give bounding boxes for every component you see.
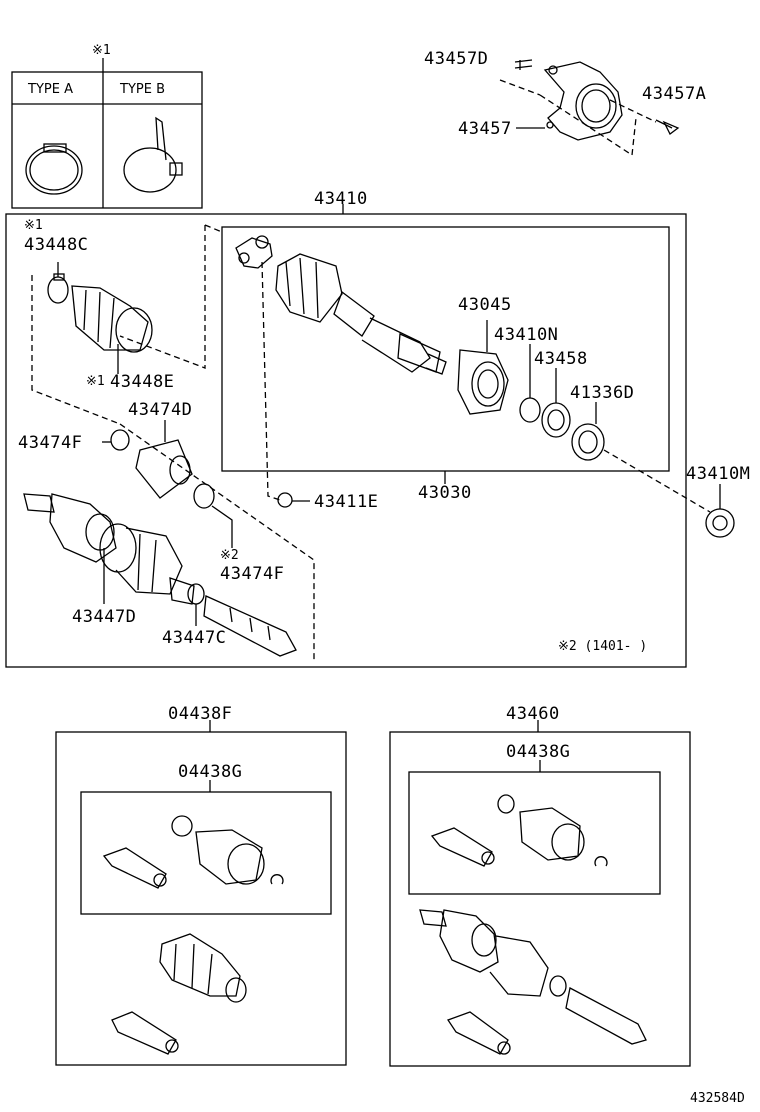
kit-box-04438G-right [408,771,661,895]
snap-ring-43410N [519,397,541,423]
type-b-label: TYPE B [120,82,165,97]
clamp-43474F-left [110,429,130,451]
bearing-41336D [571,402,605,461]
label-43045: 43045 [458,295,512,315]
label-43410M: 43410M [686,464,751,484]
label-04438F: 04438F [168,704,233,724]
mark1-top: ※1 [24,218,43,233]
label-04438G-right: 04438G [506,742,571,762]
bearing-bracket-43457 [499,59,680,156]
label-43448E: 43448E [110,372,175,392]
mark1-43448E: ※1 [86,374,105,389]
label-43457A: 43457A [642,84,707,104]
outer-joint-shaft [23,493,297,657]
kit-box-43460 [389,731,691,1067]
label-43457: 43457 [458,119,512,139]
label-43474F: 43474F [220,564,285,584]
label-43411E: 43411E [314,492,379,512]
label-43474D: 43474D [128,400,193,420]
label-43410N: 43410N [494,325,559,345]
mark2-43474F: ※2 [220,548,239,563]
label-43457D: 43457D [424,49,489,69]
label-43447D: 43447D [72,607,137,627]
diagram-id: 432584D [690,1091,745,1106]
note-mark2: ※2 (1401- ) [558,639,648,654]
kit-box-04438G-left [80,791,332,915]
damper-43474D [135,420,193,499]
ring-43411E [277,492,293,508]
assembly-frame-43410 [5,213,687,668]
label-43448C: 43448C [24,235,89,255]
label-43460: 43460 [506,704,560,724]
label-04438G-left: 04438G [178,762,243,782]
label-43474F-left: 43474F [18,433,83,453]
legend-mark: ※1 [92,43,111,58]
dust-cover-43045 [457,320,509,415]
label-43458: 43458 [534,349,588,369]
kit-04438G-left-parts [102,815,284,889]
inner-joint-shaft [235,235,447,375]
clamp-type-legend [11,58,203,209]
type-a-label: TYPE A [28,82,73,97]
boot-43448E [71,285,153,374]
label-43410: 43410 [314,189,368,209]
clamp-43474F-right [193,483,233,548]
part-43458 [541,368,571,438]
label-43030: 43030 [418,483,472,503]
label-41336D: 41336D [570,383,635,403]
kit-04438F-parts [111,933,247,1055]
kit-box-04438F [55,731,347,1066]
clamp-43448C [47,262,69,304]
kit-43460-parts [419,909,647,1055]
seal-43410M [705,484,735,538]
label-43447C: 43447C [162,628,227,648]
kit-04438G-right-parts [430,794,608,867]
